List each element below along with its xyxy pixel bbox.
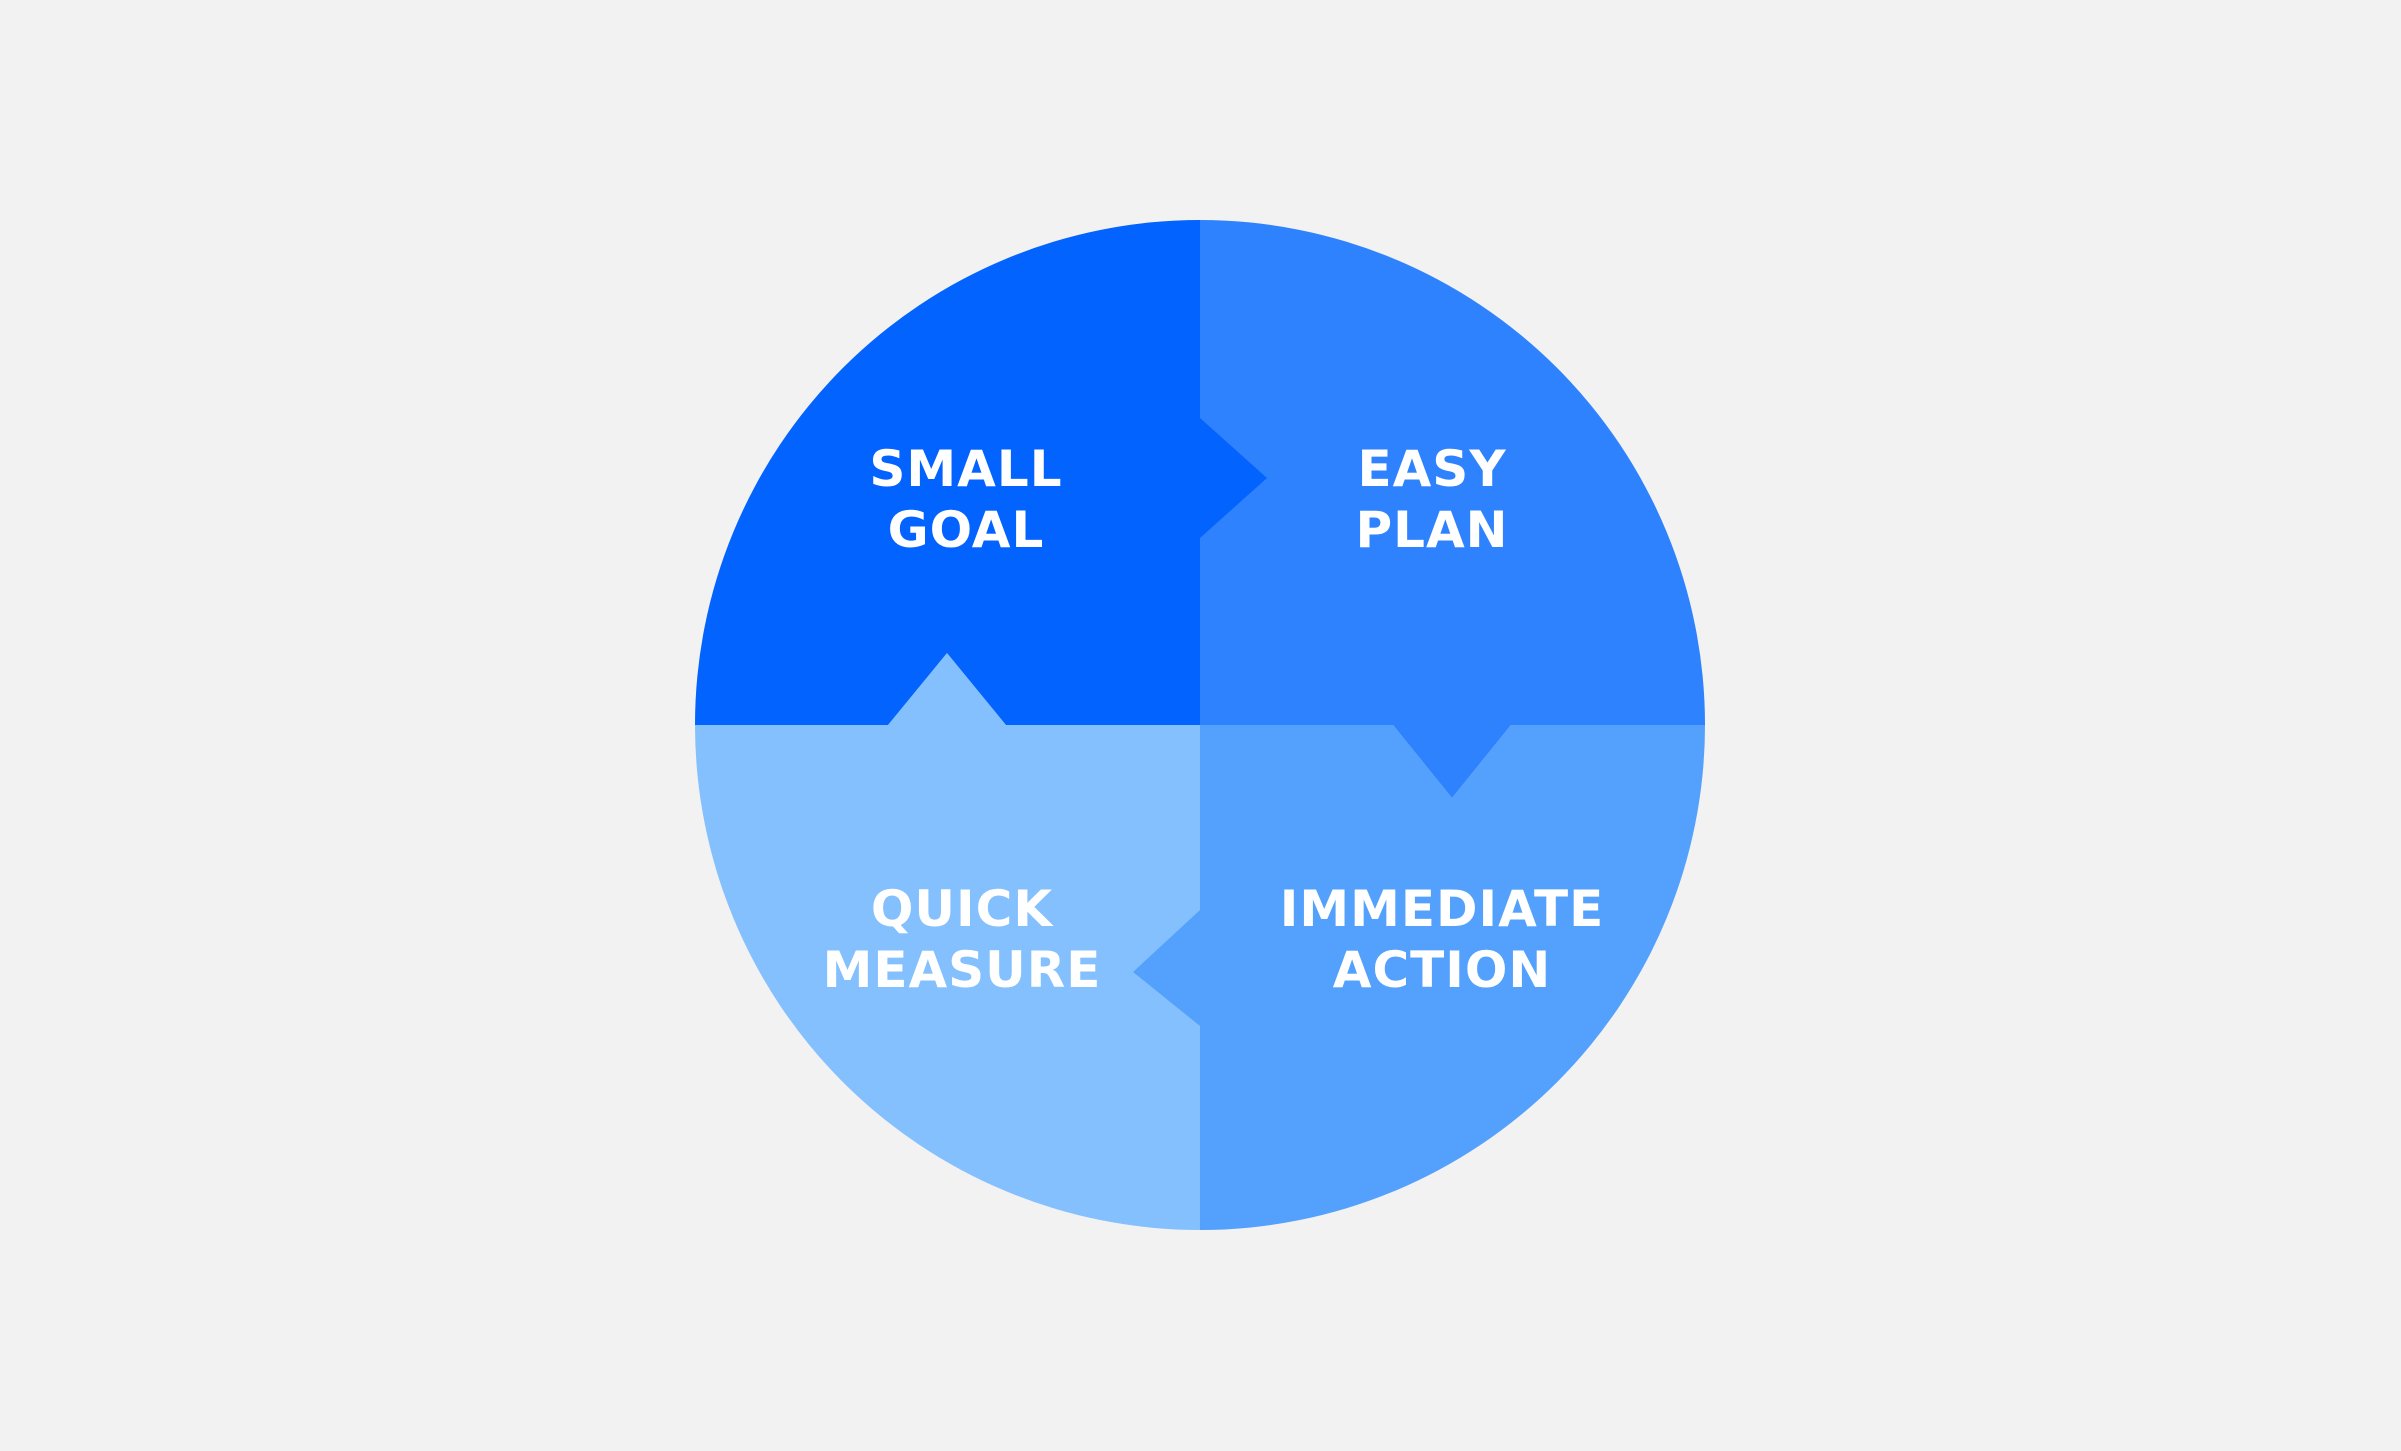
easy-plan-line2: PLAN — [1355, 501, 1509, 559]
small-goal-line2: GOAL — [887, 501, 1045, 559]
segment-quick-measure — [695, 653, 1200, 1230]
quick-measure-line1: QUICK — [870, 880, 1054, 938]
easy-plan-line1: EASY — [1357, 440, 1507, 498]
small-goal-line1: SMALL — [869, 440, 1063, 498]
segment-easy-plan — [1200, 220, 1705, 798]
label-immediate-action: IMMEDIATE ACTION — [1280, 879, 1604, 1001]
label-easy-plan: EASY PLAN — [1355, 439, 1508, 561]
label-small-goal: SMALL GOAL — [869, 439, 1062, 561]
segment-immediate-action — [1133, 725, 1705, 1230]
quick-measure-line2: MEASURE — [822, 941, 1102, 999]
segment-small-goal — [695, 220, 1267, 725]
immediate-action-line2: ACTION — [1332, 941, 1552, 999]
immediate-action-line1: IMMEDIATE — [1279, 880, 1605, 938]
label-quick-measure: QUICK MEASURE — [823, 879, 1102, 1001]
